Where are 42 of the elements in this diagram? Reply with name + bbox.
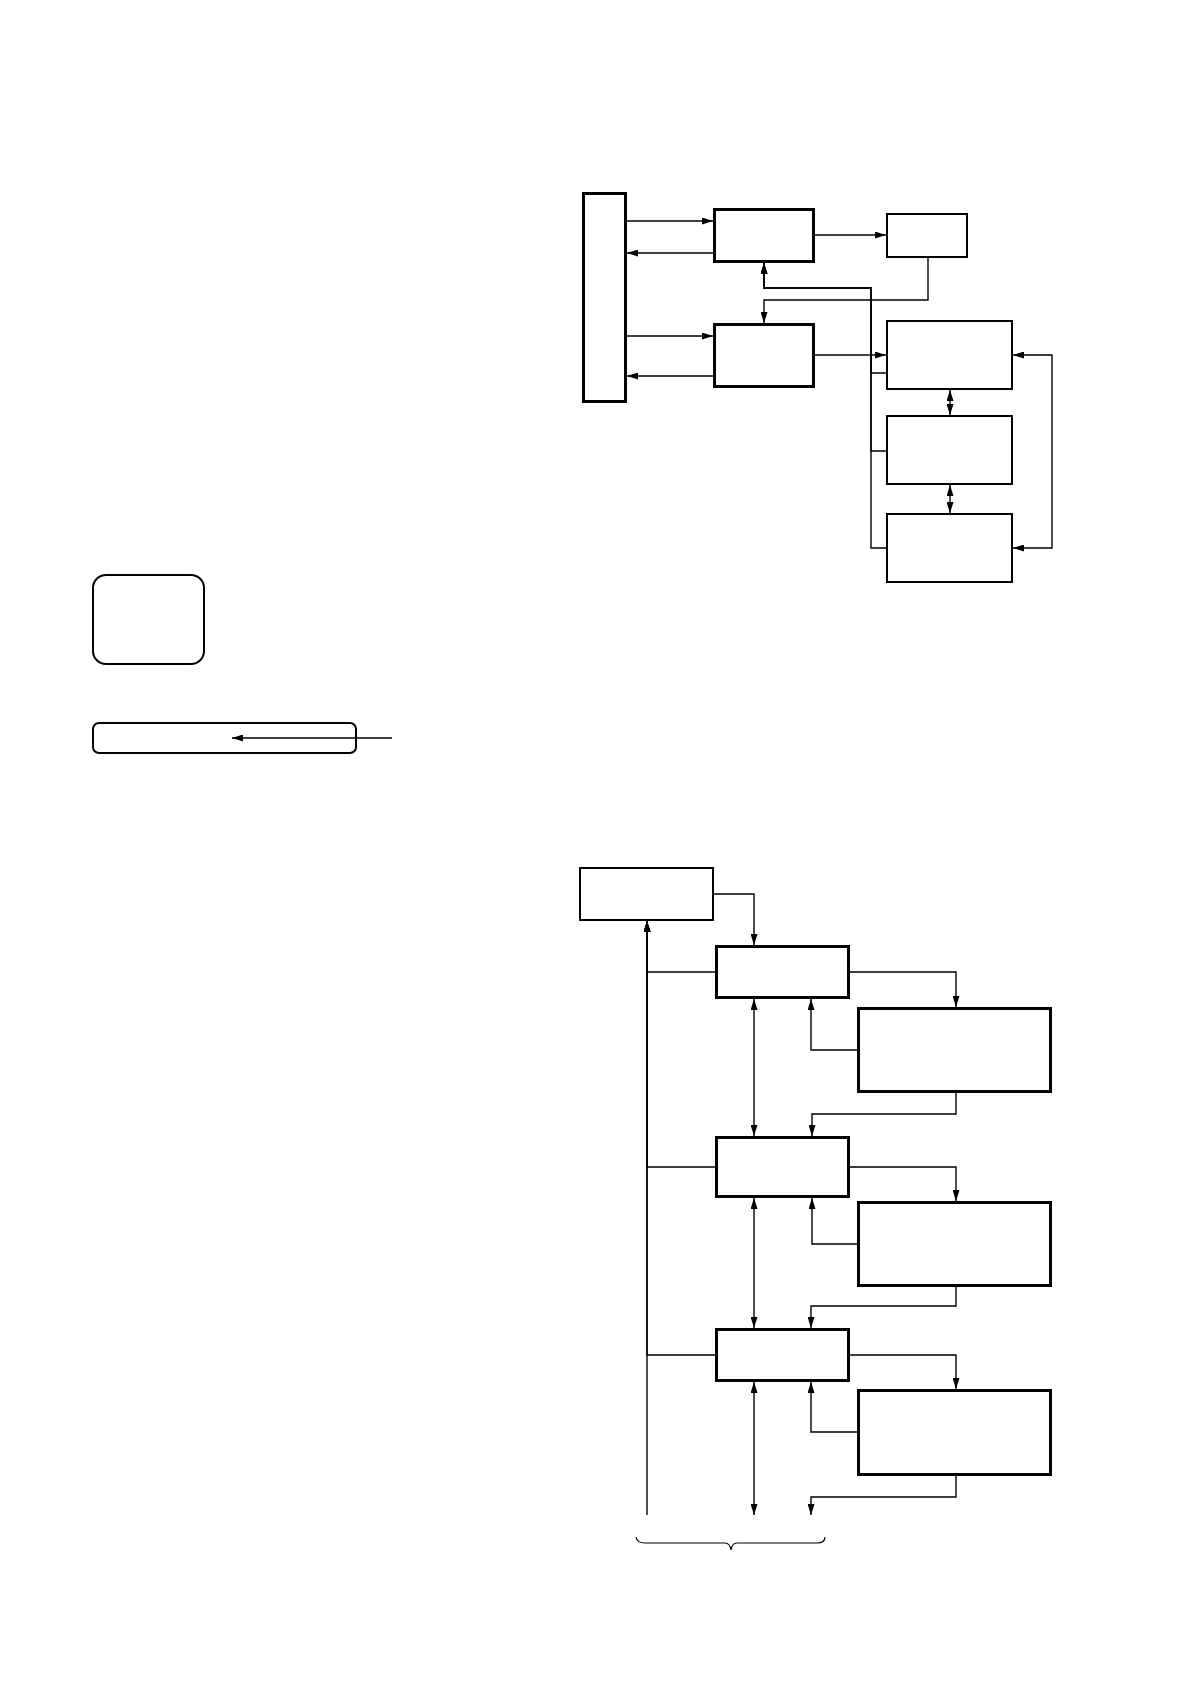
block-box bbox=[713, 208, 815, 263]
arrow bbox=[807, 998, 858, 1051]
arrow bbox=[808, 1197, 858, 1245]
arrow bbox=[231, 734, 393, 742]
block-box bbox=[886, 213, 968, 258]
arrow bbox=[807, 1475, 957, 1516]
arrow bbox=[643, 920, 651, 1516]
arrow bbox=[760, 262, 887, 549]
arrow bbox=[849, 1166, 960, 1202]
block-box bbox=[715, 945, 850, 999]
arrow bbox=[814, 231, 887, 239]
block-box bbox=[857, 1007, 1052, 1093]
block-box bbox=[715, 1136, 850, 1198]
arrow bbox=[750, 1197, 758, 1329]
arrow bbox=[626, 217, 714, 225]
arrow bbox=[713, 893, 758, 946]
arrow bbox=[626, 332, 714, 340]
arrow bbox=[849, 971, 960, 1008]
arrow bbox=[750, 1381, 758, 1516]
arrow bbox=[760, 257, 929, 324]
rounded-box bbox=[92, 574, 205, 665]
block-box bbox=[715, 1328, 850, 1382]
block-box bbox=[579, 867, 714, 921]
block-box bbox=[857, 1201, 1052, 1287]
arrow bbox=[1012, 351, 1053, 552]
arrow bbox=[807, 1286, 957, 1329]
arrow bbox=[807, 1381, 858, 1433]
arrow bbox=[946, 484, 954, 514]
block-box bbox=[886, 320, 1013, 390]
block-box bbox=[886, 513, 1013, 583]
block-box bbox=[857, 1389, 1052, 1476]
arrow bbox=[946, 389, 954, 416]
block-box bbox=[886, 415, 1013, 485]
arrow bbox=[626, 372, 714, 380]
arrow bbox=[849, 1354, 960, 1390]
arrow bbox=[814, 351, 887, 359]
block-box bbox=[713, 323, 815, 388]
block-box bbox=[582, 192, 627, 403]
arrow bbox=[808, 1092, 957, 1137]
arrow bbox=[750, 998, 758, 1137]
rounded-box bbox=[92, 722, 357, 754]
arrow bbox=[626, 249, 714, 257]
